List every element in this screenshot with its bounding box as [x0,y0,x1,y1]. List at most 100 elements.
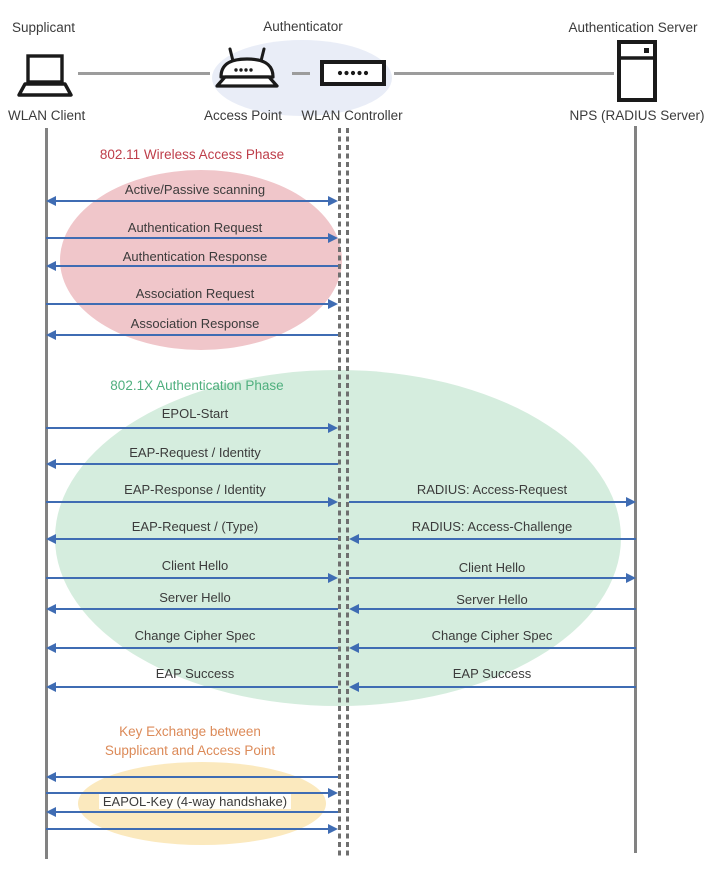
arrow-line [46,303,331,305]
message-label-text: EAP-Request / Identity [129,445,261,460]
arrowhead-left [46,643,56,653]
arrowhead-right [626,573,636,583]
message-label-text: Authentication Request [127,220,263,235]
node-label-wlan-controller: WLAN Controller [301,108,403,123]
message-arrow [46,573,338,583]
message-label: Active/Passive scanning [50,182,340,197]
arrowhead-right [328,497,338,507]
arrow-line [349,577,629,579]
message-label-text: EAP-Request / (Type) [131,519,259,534]
arrow-line [46,577,331,579]
node-label-wlan-client: WLAN Client [8,108,86,123]
arrowhead-left [46,459,56,469]
arrowhead-right [328,423,338,433]
message-label: Association Request [50,286,340,301]
arrow-line [53,463,338,465]
arrow-line [349,501,629,503]
message-label-text: EAP Success [452,666,532,681]
arrowhead-left [349,682,359,692]
arrowhead-left [349,534,359,544]
message-label: Change Cipher Spec [347,628,637,643]
arrow-line [53,200,331,202]
message-label-text: Active/Passive scanning [124,182,266,197]
message-label-text: Client Hello [161,558,229,573]
arrowhead-right [328,196,338,206]
arrow-line [46,237,331,239]
message-arrow [349,643,636,653]
key-exchange-phase-title: Key Exchange between Supplicant and Acce… [104,724,276,758]
message-label: EAP Success [50,666,340,681]
message-arrow [46,497,338,507]
arrowhead-right [328,233,338,243]
message-label: Association Response [50,316,340,331]
message-arrow [46,824,338,834]
message-arrow [46,330,338,340]
wireless-access-phase-title: 802.11 Wireless Access Phase [99,147,285,162]
arrowhead-left [46,772,56,782]
arrow-line [53,538,338,540]
lifeline-authenticator-dashed-1 [338,128,341,857]
arrow-line [46,828,331,830]
message-label: EAP-Request / (Type) [50,519,340,534]
message-arrow [46,604,338,614]
message-arrow [46,459,338,469]
arrow-line [356,686,636,688]
arrowhead-left [349,604,359,614]
message-arrow [349,604,636,614]
role-label-supplicant: Supplicant [12,20,76,35]
arrow-line [46,792,331,794]
lifeline-wlan-client [45,128,48,859]
message-label-text: RADIUS: Access-Challenge [411,519,573,534]
message-label-text: Change Cipher Spec [431,628,553,643]
message-label: RADIUS: Access-Request [347,482,637,497]
arrowhead-left [46,330,56,340]
node-label-access-point: Access Point [203,108,283,123]
message-label-text: Authentication Response [122,249,268,264]
message-label: Authentication Request [50,220,340,235]
message-arrow [46,772,338,782]
message-label-text: Change Cipher Spec [134,628,256,643]
message-label-text: EAP-Response / Identity [124,482,266,497]
arrowhead-right [328,299,338,309]
message-arrow [46,807,338,817]
message-arrow [46,534,338,544]
arrowhead-left [46,682,56,692]
arrow-line [53,647,338,649]
arrow-line [53,686,338,688]
message-arrow [349,497,636,507]
arrowhead-left [46,534,56,544]
arrowhead-right [328,573,338,583]
arrowhead-left [46,604,56,614]
laptop-icon [16,54,74,98]
message-label-text: EPOL-Start [161,406,229,421]
lifeline-authenticator-dashed-2 [346,128,349,857]
message-label: EAP-Request / Identity [50,445,340,460]
message-label: Authentication Response [50,249,340,264]
message-label: EPOL-Start [50,406,340,421]
connector-client-ap [78,72,210,75]
message-arrow [349,534,636,544]
message-label-text: EAPOL-Key (4-way handshake) [98,794,292,809]
message-label: EAPOL-Key (4-way handshake) [50,794,340,809]
message-arrow [349,682,636,692]
message-label-text: Client Hello [458,560,526,575]
message-arrow [46,299,338,309]
arrowhead-left [349,643,359,653]
message-label-text: RADIUS: Access-Request [416,482,568,497]
dot1x-authentication-phase-title: 802.1X Authentication Phase [110,378,284,393]
role-label-authenticator: Authenticator [263,19,343,34]
connector-controller-server [394,72,614,75]
arrowhead-left [46,196,56,206]
arrow-line [53,334,338,336]
wlan-controller-icon [320,60,386,86]
lifeline-nps-server [634,126,637,853]
message-label-text: Server Hello [159,590,231,605]
arrow-line [53,811,338,813]
message-arrow [46,233,338,243]
message-label: Server Hello [347,592,637,607]
arrow-line [53,776,338,778]
arrow-line [46,427,331,429]
message-label-text: Association Request [135,286,255,301]
message-arrow [46,196,338,206]
